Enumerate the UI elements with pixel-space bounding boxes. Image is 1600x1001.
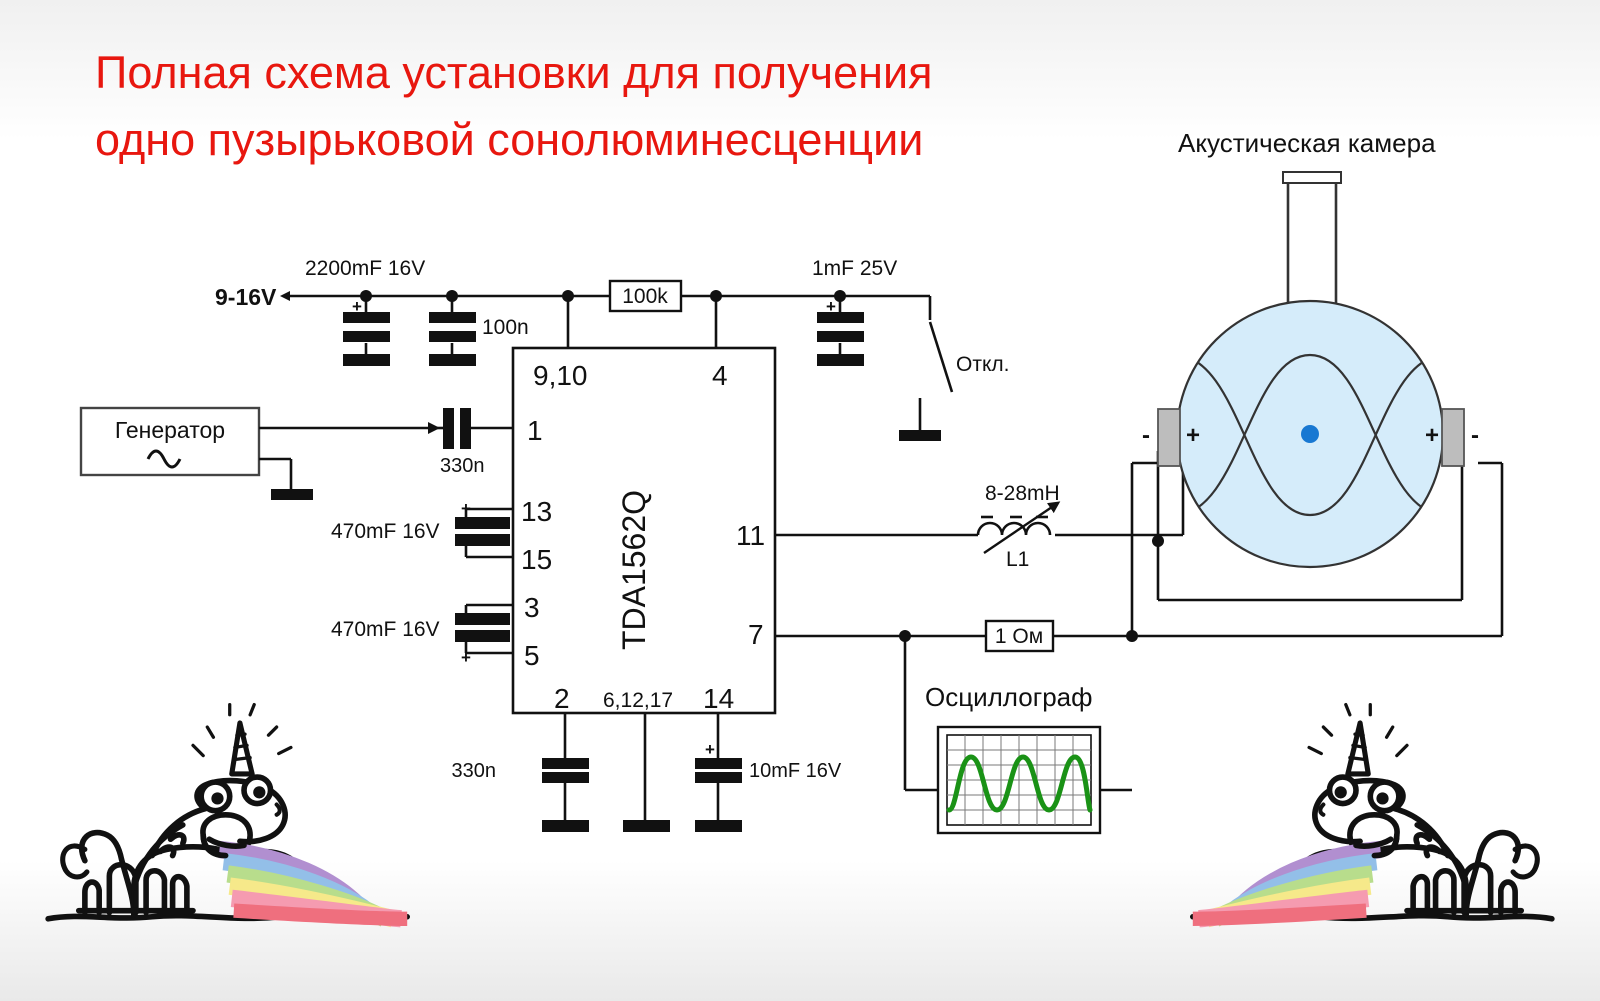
ic-pin-1: 1 xyxy=(527,415,543,446)
oscilloscope-label: Осциллограф xyxy=(925,682,1093,712)
capacitor-470mf-upper-polarity: + xyxy=(461,499,471,518)
ic-name-label: TDA1562Q xyxy=(616,490,652,650)
ic-pin-13: 13 xyxy=(521,496,552,527)
capacitor-100n-label: 100n xyxy=(482,316,529,339)
oscilloscope-trace xyxy=(946,754,1093,813)
capacitor-1mf-polarity: + xyxy=(826,297,836,316)
transducer-left-outer-polarity: - xyxy=(1142,422,1150,449)
capacitor-10mf-polarity: + xyxy=(705,740,715,759)
page-title-line2: одно пузырьковой сонолюминесценции xyxy=(95,114,923,165)
capacitor-330n-pin2 xyxy=(542,758,589,832)
switch-off-label: Откл. xyxy=(956,353,1009,376)
supply-voltage-label: 9-16V xyxy=(215,284,277,310)
generator-wires xyxy=(259,422,440,489)
ic-pin-7: 7 xyxy=(748,619,764,650)
ic-pin-2: 2 xyxy=(554,683,570,714)
resistor-100k: 100k xyxy=(608,279,683,313)
output-junctions xyxy=(899,535,1164,642)
supply-junctions xyxy=(360,290,846,302)
ic-pin-15: 15 xyxy=(521,544,552,575)
unicorn-right xyxy=(1189,702,1555,928)
resistor-1ohm-label: 1 Ом xyxy=(995,625,1043,648)
ic-pin-6-12-17: 6,12,17 xyxy=(603,689,673,712)
unicorn-left xyxy=(45,702,411,928)
transducer-right-outer-polarity: - xyxy=(1471,422,1479,449)
ic-pin-14: 14 xyxy=(703,683,734,714)
generator-block: Генератор xyxy=(79,406,261,477)
sine-wave-icon xyxy=(146,449,182,469)
transducer-right-inner-polarity: + xyxy=(1425,422,1439,449)
transducer-left-inner-polarity: + xyxy=(1186,422,1200,449)
generator-label: Генератор xyxy=(115,417,225,443)
page-title-line1: Полная схема установки для получения xyxy=(95,47,933,98)
inductor-l1 xyxy=(976,501,1061,554)
ic-pin-9-10: 9,10 xyxy=(533,360,588,391)
ground-symbol-switch xyxy=(899,430,941,441)
inductor-l1-ref: L1 xyxy=(1006,548,1029,571)
ic-pin-11: 11 xyxy=(736,520,765,551)
capacitor-330n-pin2-label: 330n xyxy=(452,760,497,782)
capacitor-10mf: + xyxy=(695,740,742,832)
capacitor-1mf: + xyxy=(817,297,864,366)
capacitor-330n-input-label: 330n xyxy=(440,455,485,477)
ic-pin-4: 4 xyxy=(712,360,728,391)
capacitor-470mf-upper-label: 470mF 16V xyxy=(331,520,440,543)
acoustic-chamber: - + + - xyxy=(1142,171,1479,569)
chamber-title: Акустическая камера xyxy=(1178,128,1436,158)
oscilloscope-block xyxy=(936,725,1102,835)
transducer-left xyxy=(1157,408,1181,467)
inductor-l1-value: 8-28mH xyxy=(985,482,1060,505)
cap470-upper-wires xyxy=(464,507,513,559)
capacitor-2200mf-label: 2200mF 16V xyxy=(305,257,425,280)
capacitor-470mf-upper: + xyxy=(455,499,510,546)
capacitor-470mf-lower-label: 470mF 16V xyxy=(331,618,440,641)
capacitor-330n-input xyxy=(443,408,471,449)
capacitor-470mf-lower-polarity: + xyxy=(461,648,471,667)
ground-symbol-ic xyxy=(623,820,670,832)
ic-pin-5: 5 xyxy=(524,640,540,671)
resistor-100k-label: 100k xyxy=(622,285,668,308)
ic-pin-3: 3 xyxy=(524,592,540,623)
capacitor-100n-supply xyxy=(429,312,476,366)
capacitor-10mf-label: 10mF 16V xyxy=(749,760,842,782)
ic-tda1562q: TDA1562Q 9,10 4 1 13 15 3 5 11 7 2 6,12,… xyxy=(511,346,777,715)
resistor-1ohm: 1 Ом xyxy=(984,619,1055,653)
transducer-right xyxy=(1441,408,1465,467)
capacitor-2200mf-polarity: + xyxy=(352,297,362,316)
bubble-marker xyxy=(1301,425,1319,443)
capacitor-470mf-lower: + xyxy=(455,613,510,667)
bottom-cap-wires xyxy=(563,713,720,822)
cap470-lower-wires xyxy=(464,603,513,655)
capacitor-1mf-label: 1mF 25V xyxy=(812,257,897,280)
ground-symbol-generator xyxy=(271,489,313,500)
capacitor-2200mf: + xyxy=(343,297,390,366)
